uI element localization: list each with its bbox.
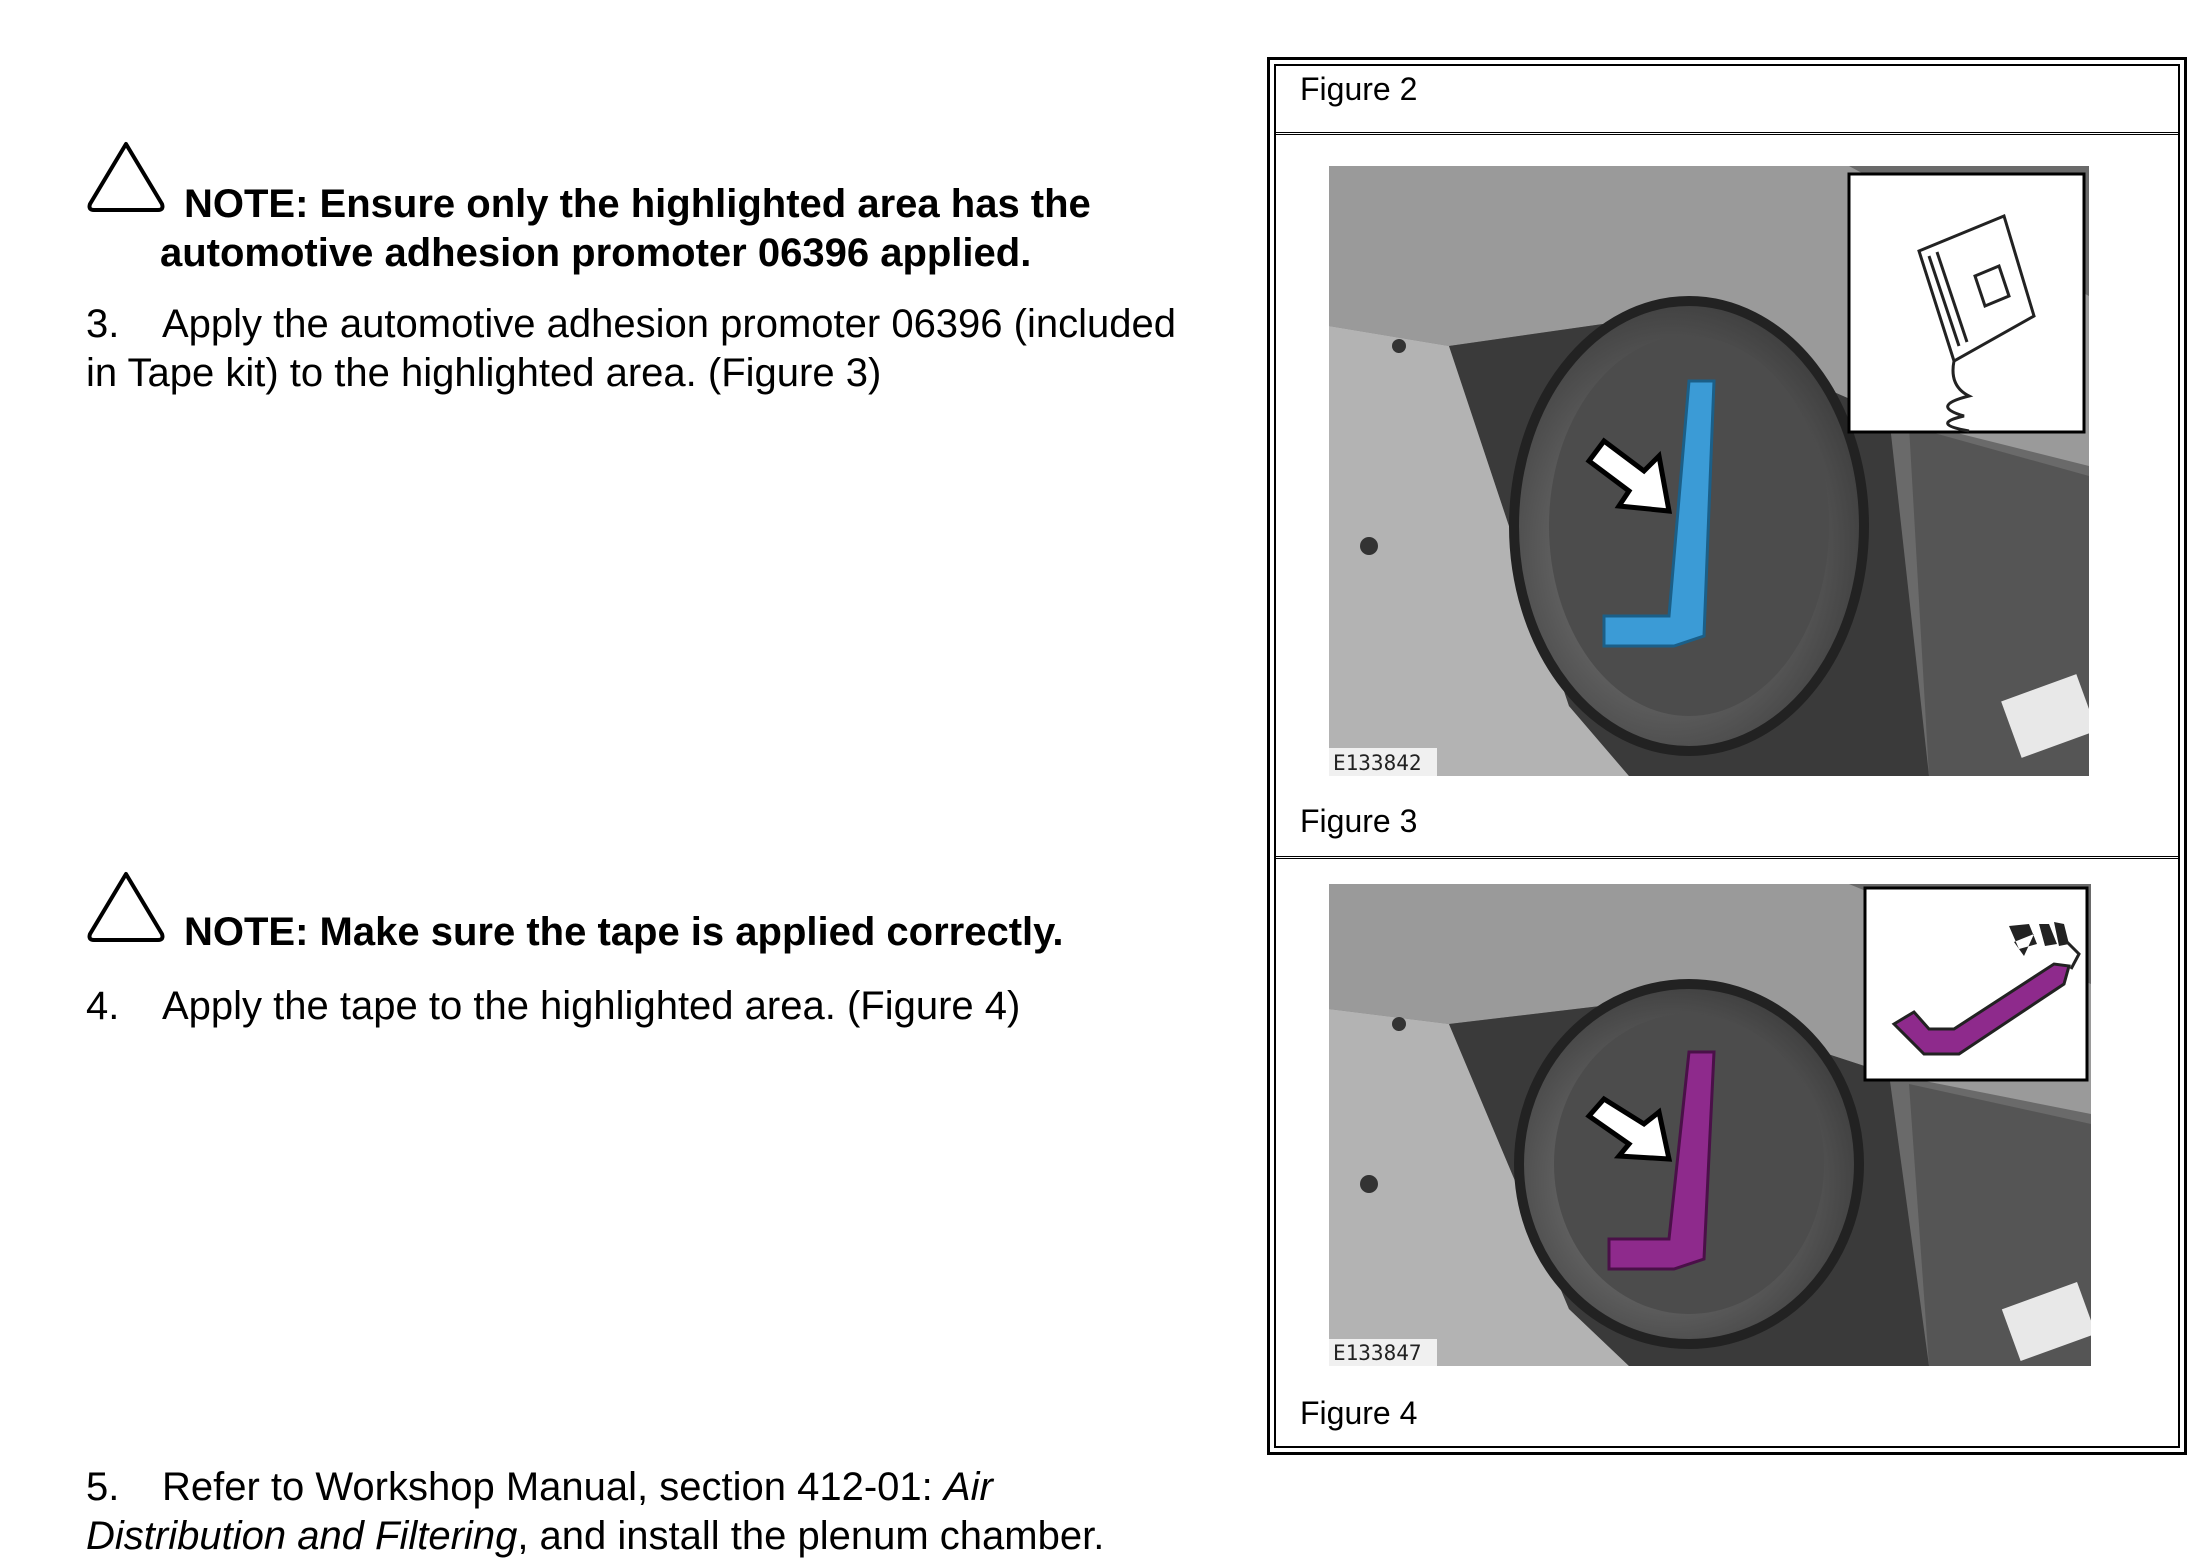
highlight-purple-shape [1607,1050,1716,1271]
caution-triangle-icon [87,142,165,212]
figure-table: Figure 2 [1267,57,2187,1455]
figure-divider-2 [1276,856,2178,859]
step-5-line-1b: Air [943,1465,993,1509]
step-5-line-2a: Distribution and Filtering [86,1514,518,1558]
step-5: 5. Refer to Workshop Manual, section 412-… [86,1463,1104,1561]
step-5-line-1a: Refer to Workshop Manual, section 412-01… [162,1465,944,1509]
note-1-line-1: NOTE: Ensure only the highlighted area h… [184,182,1091,226]
step-3-number: 3. [86,302,120,346]
step-3-line-2: in Tape kit) to the highlighted area. (F… [86,351,882,395]
step-4: 4. Apply the tape to the highlighted area… [86,982,1020,1031]
figure-3-code: E133842 [1333,751,1422,775]
step-5-number: 5. [86,1465,120,1509]
step-4-number: 4. [86,984,120,1028]
note-1-line-2: automotive adhesion promoter 06396 appli… [160,231,1032,275]
figure-3-image: E133842 [1329,166,2089,776]
figure-4-code: E133847 [1333,1341,1422,1365]
highlight-blue-shape [1602,379,1716,648]
figure-table-inner: Figure 2 [1274,64,2180,1448]
step-5-line-2b: , and install the plenum chamber. [517,1514,1105,1558]
step-3: 3. Apply the automotive adhesion promoter… [86,300,1176,398]
figure-4-image: E133847 [1329,884,2091,1366]
figure-4-caption: Figure 4 [1300,1395,1418,1431]
step-4-line-1: Apply the tape to the highlighted area. … [162,984,1021,1028]
figure-3-caption: Figure 3 [1300,803,1418,839]
note-2-line-1: NOTE: Make sure the tape is applied corr… [184,910,1064,954]
caution-triangle-icon [87,872,165,942]
step-3-line-1: Apply the automotive adhesion promoter 0… [162,302,1176,346]
figure-divider-1 [1276,132,2178,135]
figure-2-caption: Figure 2 [1300,71,1418,107]
